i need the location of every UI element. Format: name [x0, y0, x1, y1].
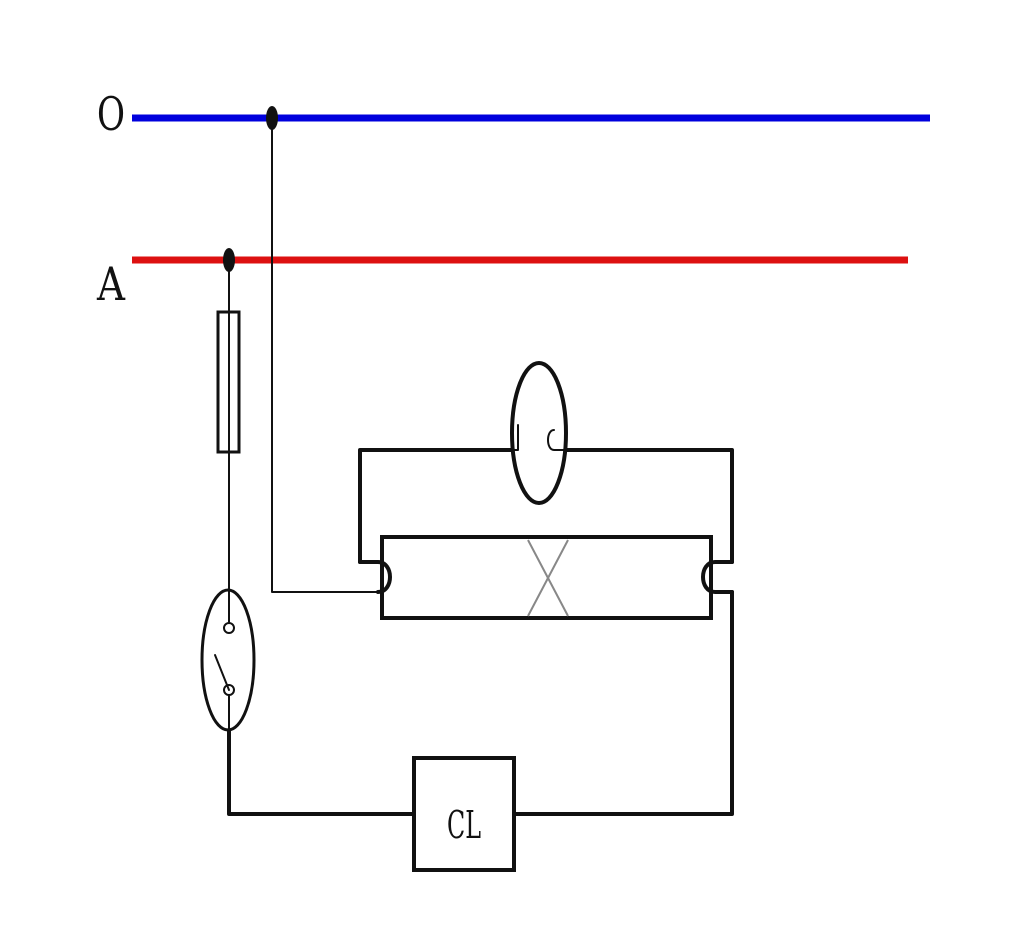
- starter-icon: [510, 361, 568, 505]
- starter-right-wire: [564, 448, 734, 564]
- ballast-label: CL: [447, 803, 481, 847]
- starter-left-wire: [358, 448, 514, 564]
- neutral-wire: [271, 117, 379, 593]
- switch-to-ballast-wire: [227, 728, 416, 816]
- neutral-line-label: O: [97, 87, 125, 141]
- fluorescent-tube-icon: [358, 535, 734, 620]
- switch-icon: [200, 588, 256, 732]
- ballast-icon: [412, 756, 516, 872]
- ballast-to-tube-wire: [512, 590, 734, 816]
- phase-line-label: A: [96, 257, 125, 311]
- fuse-icon: [216, 310, 241, 454]
